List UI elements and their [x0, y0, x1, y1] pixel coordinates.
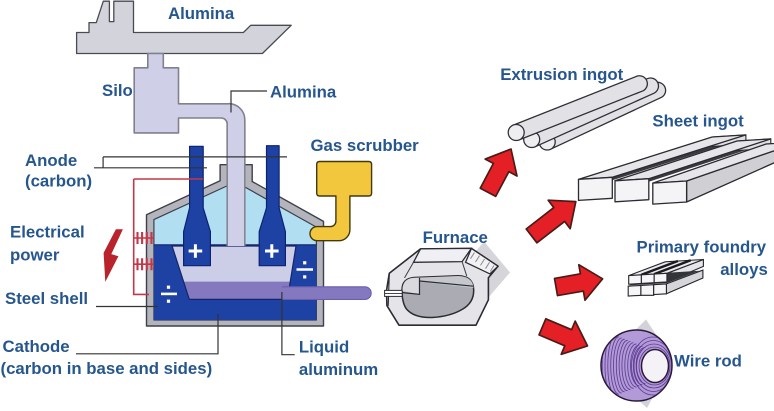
- svg-text:power: power: [10, 245, 60, 264]
- svg-text:Anode: Anode: [25, 151, 77, 170]
- svg-text:Electrical: Electrical: [10, 222, 85, 241]
- svg-text:Alumina: Alumina: [270, 83, 337, 102]
- svg-text:Alumina: Alumina: [168, 4, 235, 23]
- svg-text:Sheet ingot: Sheet ingot: [652, 112, 744, 131]
- svg-text:Liquid: Liquid: [299, 337, 349, 356]
- svg-text:aluminum: aluminum: [299, 360, 378, 379]
- svg-text:(carbon): (carbon): [25, 171, 92, 190]
- svg-text:(carbon in base and sides): (carbon in base and sides): [1, 359, 213, 378]
- svg-text:alloys: alloys: [720, 260, 768, 279]
- svg-text:Silo: Silo: [102, 81, 133, 100]
- svg-text:Gas scrubber: Gas scrubber: [311, 136, 420, 155]
- svg-text:Furnace: Furnace: [423, 228, 488, 247]
- svg-text:Cathode: Cathode: [3, 337, 70, 356]
- svg-text:Extrusion ingot: Extrusion ingot: [500, 65, 623, 84]
- svg-text:Wire rod: Wire rod: [674, 351, 742, 370]
- svg-text:Steel shell: Steel shell: [5, 289, 88, 308]
- svg-text:Primary foundry: Primary foundry: [637, 238, 767, 257]
